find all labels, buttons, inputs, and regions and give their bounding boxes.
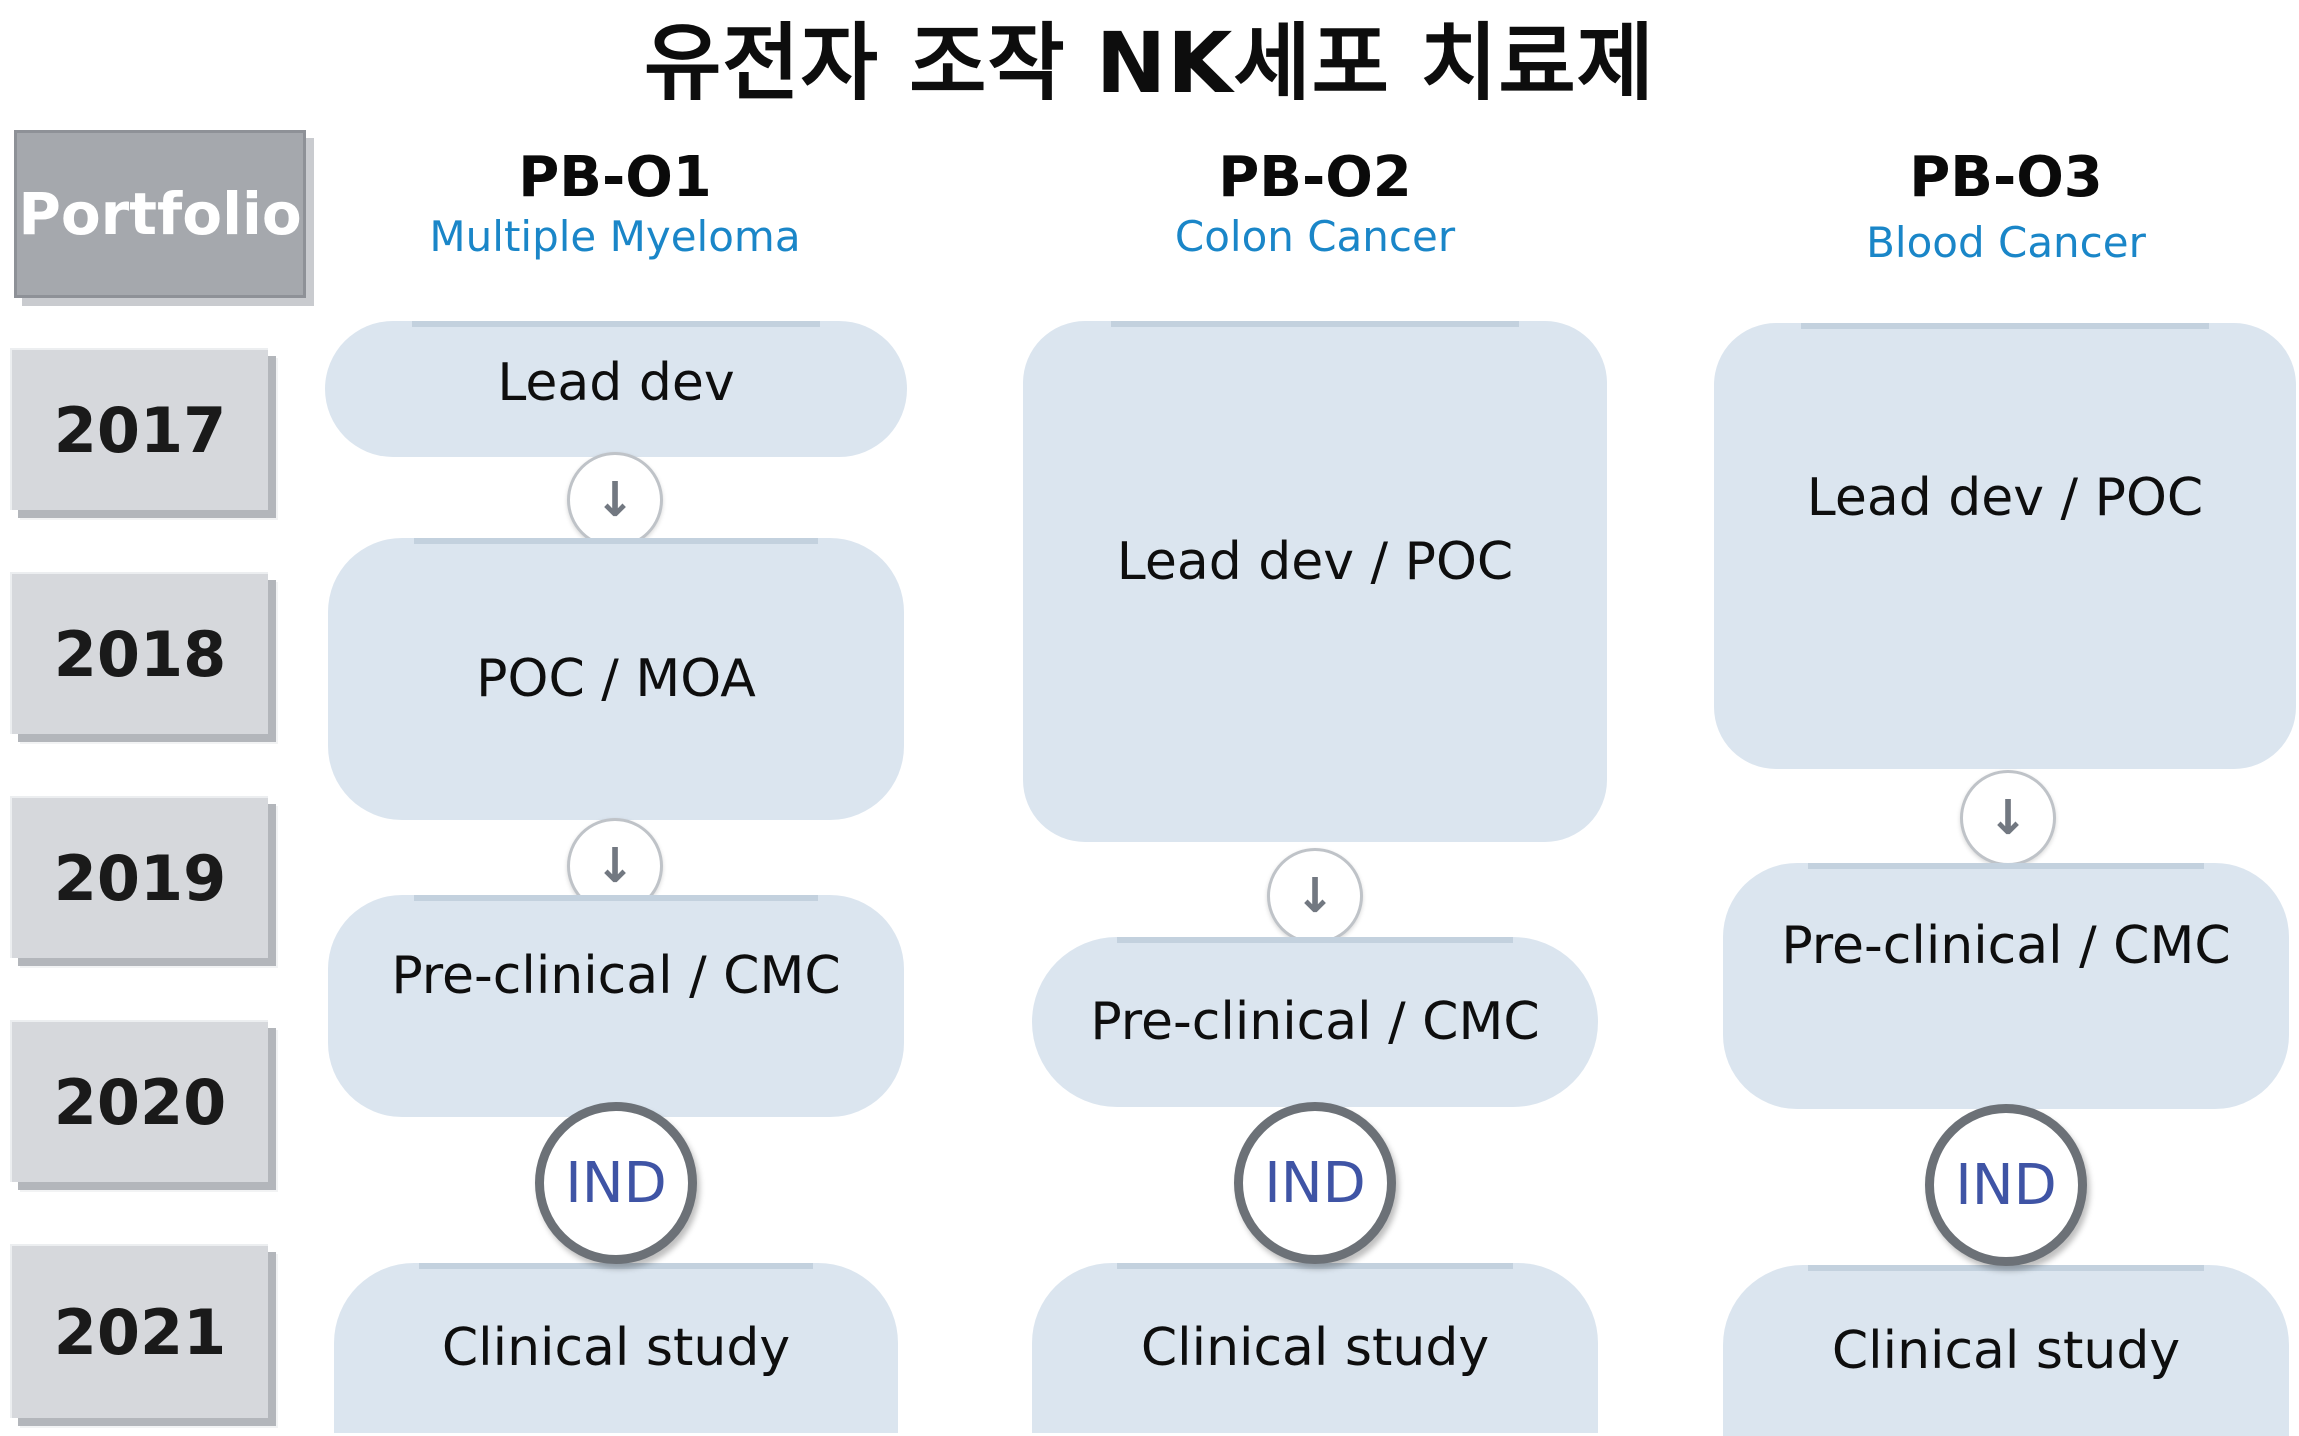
stage-clinical-study: Clinical study — [1032, 1263, 1598, 1433]
stage-clinical-study: Clinical study — [334, 1263, 898, 1433]
stage-label: Lead dev / POC — [1806, 468, 2204, 528]
ind-milestone-badge: IND — [1925, 1104, 2087, 1266]
stage-clinical-study: Clinical study — [1723, 1265, 2289, 1436]
column-code: PB-O3 — [1909, 145, 2103, 210]
stage-lead-dev: Lead dev — [325, 321, 907, 457]
stage-label: Clinical study — [1831, 1320, 2181, 1381]
stage-preclinical-cmc: Pre-clinical / CMC — [1032, 937, 1598, 1107]
ind-milestone-badge: IND — [1234, 1102, 1396, 1264]
stage-label: Pre-clinical / CMC — [391, 946, 841, 1006]
stage-label: Lead dev — [497, 353, 735, 413]
stage-label: Clinical study — [1140, 1318, 1490, 1378]
year-2019: 2019 — [10, 796, 268, 958]
column-header-pb-o2: PB-O2 Colon Cancer — [1035, 146, 1595, 264]
column-subtitle: Multiple Myeloma — [429, 212, 801, 261]
column-header-pb-o1: PB-O1 Multiple Myeloma — [335, 146, 895, 264]
column-subtitle: Colon Cancer — [1174, 212, 1456, 261]
stage-label: Pre-clinical / CMC — [1090, 992, 1540, 1052]
year-2021: 2021 — [10, 1244, 268, 1418]
stage-label: Lead dev / POC — [1116, 531, 1514, 592]
stage-label: POC / MOA — [476, 649, 756, 709]
portfolio-label: Portfolio — [14, 130, 306, 298]
arrow-down-icon: ↓ — [567, 452, 663, 548]
arrow-down-icon: ↓ — [1960, 770, 2056, 866]
page-title: 유전자 조작 NK세포 치료제 — [644, 14, 1655, 112]
year-2017: 2017 — [10, 348, 268, 510]
stage-preclinical-cmc: Pre-clinical / CMC — [1723, 863, 2289, 1109]
column-header-pb-o3: PB-O3 Blood Cancer — [1726, 146, 2286, 270]
stage-label: Clinical study — [441, 1318, 791, 1378]
stage-lead-dev-poc: Lead dev / POC — [1714, 323, 2296, 769]
column-code: PB-O1 — [518, 145, 712, 210]
stage-lead-dev-poc: Lead dev / POC — [1023, 321, 1607, 842]
year-2020: 2020 — [10, 1020, 268, 1182]
year-2018: 2018 — [10, 572, 268, 734]
stage-preclinical-cmc: Pre-clinical / CMC — [328, 895, 904, 1117]
ind-milestone-badge: IND — [535, 1102, 697, 1264]
column-code: PB-O2 — [1218, 145, 1412, 210]
stage-label: Pre-clinical / CMC — [1781, 916, 2231, 976]
stage-poc-moa: POC / MOA — [328, 538, 904, 820]
arrow-down-icon: ↓ — [1267, 848, 1363, 944]
column-subtitle: Blood Cancer — [1866, 218, 2146, 267]
